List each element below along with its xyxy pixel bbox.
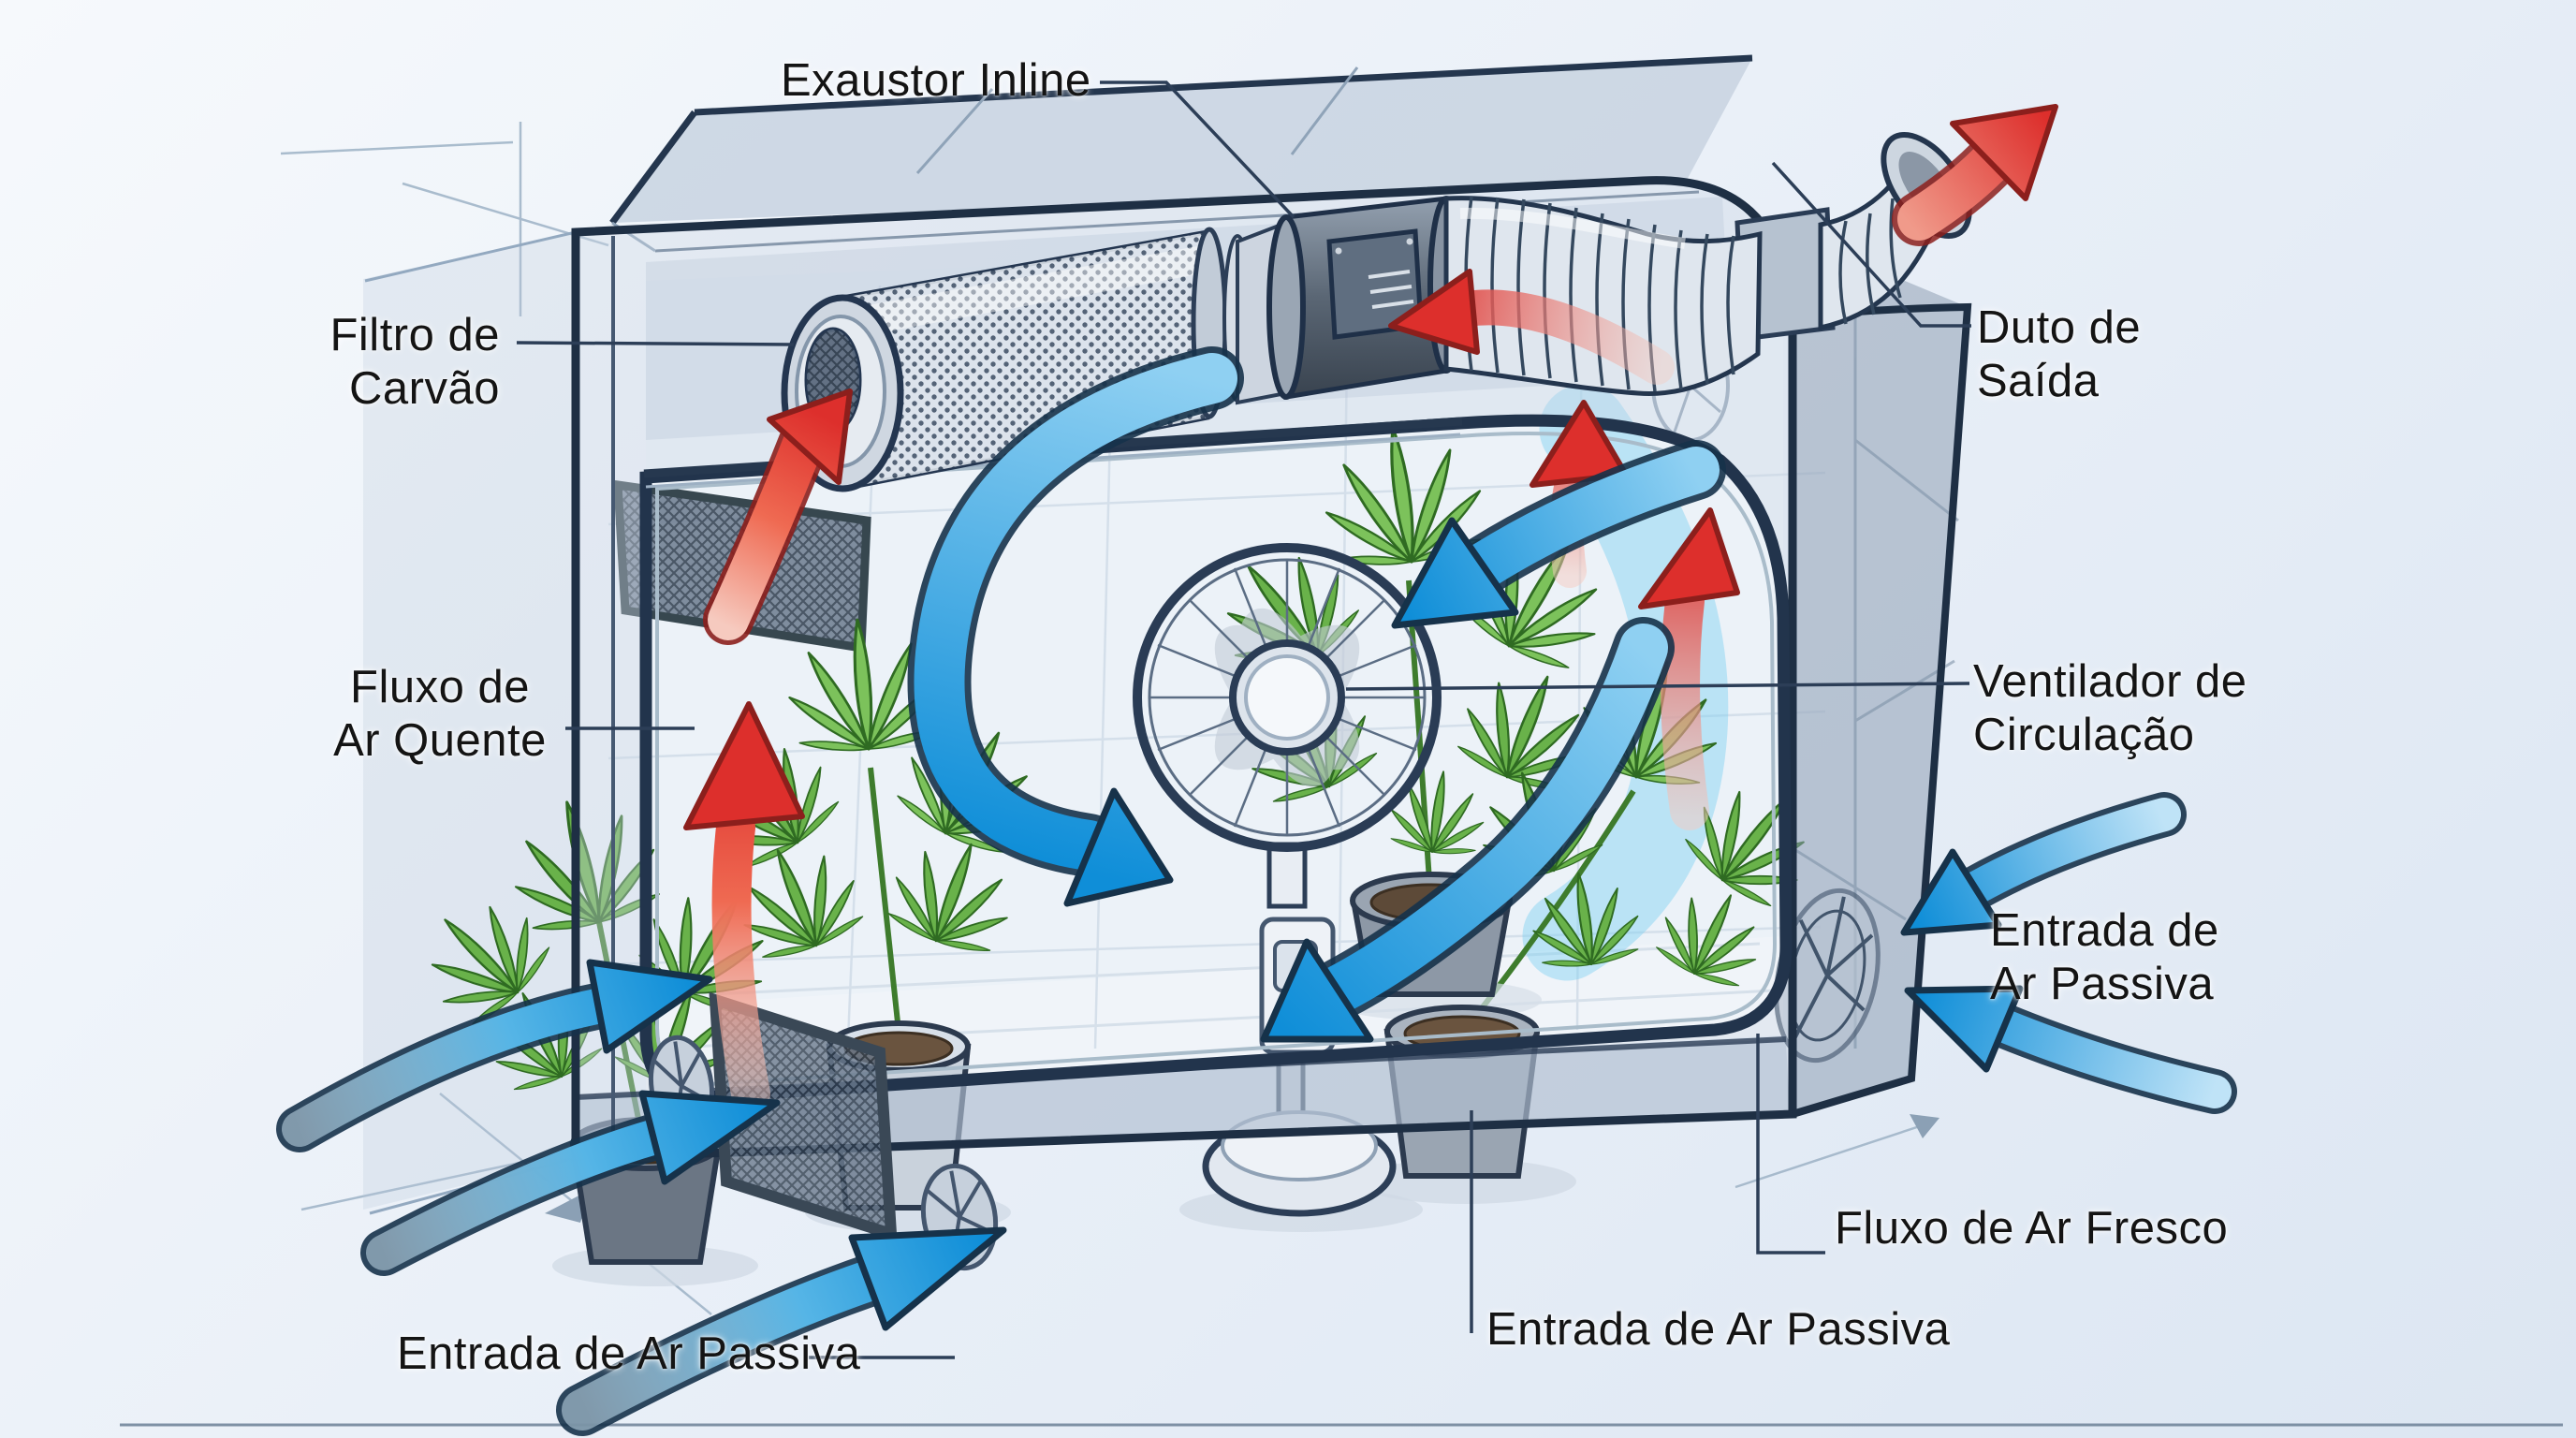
hot-air-arrows	[683, 104, 2058, 1113]
hot-air-arrow-return-left	[1388, 269, 1675, 385]
label-fresh-air-flow: Fluxo de Ar Fresco	[1835, 1203, 2229, 1254]
label-duct-out: Duto de Saída	[1977, 302, 2142, 406]
label-passive-intake-bottom: Entrada de Ar Passiva	[1486, 1304, 1951, 1355]
label-carbon-filter: Filtro de Carvão	[329, 310, 500, 414]
circulation-fan	[1133, 543, 1442, 1232]
circulation-arrow-down-sweep	[1260, 617, 1675, 1043]
sketch-arrowhead-right	[1910, 1114, 1939, 1138]
label-passive-intake-right: Entrada de Ar Passiva	[1990, 905, 2219, 1009]
fresh-air-arrow-intake-left-2	[360, 1090, 781, 1276]
leader-lines	[516, 81, 1971, 1359]
hot-air-arrow-right-up-2	[1638, 507, 1740, 830]
hot-air-arrow-into-filter	[703, 389, 853, 645]
label-circulation-fan: Ventilador de Circulação	[1973, 656, 2247, 760]
fresh-air-arrow-intake-left-3	[556, 1226, 1007, 1436]
label-hot-air-flow: Fluxo de Ar Quente	[333, 662, 547, 766]
circulation-arrow-right-in	[1391, 440, 1726, 629]
hot-air-arrow-left-up	[683, 701, 805, 1113]
label-passive-intake-left: Entrada de Ar Passiva	[397, 1328, 861, 1379]
fresh-air-arrow-intake-left-1	[276, 959, 713, 1152]
flex-duct-inner	[1443, 196, 1763, 396]
circulation-arrow-left-loop	[907, 346, 1244, 907]
fresh-air-arrow-intake-right-1	[1900, 792, 2187, 936]
hot-air-arrow-exit	[1892, 104, 2058, 246]
fresh-air-arrows	[276, 346, 2237, 1436]
inline-fan-icon	[1266, 196, 1465, 400]
label-exhaust-inline: Exaustor Inline	[781, 55, 1091, 106]
fresh-air-arrow-intake-right-2	[1904, 985, 2237, 1114]
